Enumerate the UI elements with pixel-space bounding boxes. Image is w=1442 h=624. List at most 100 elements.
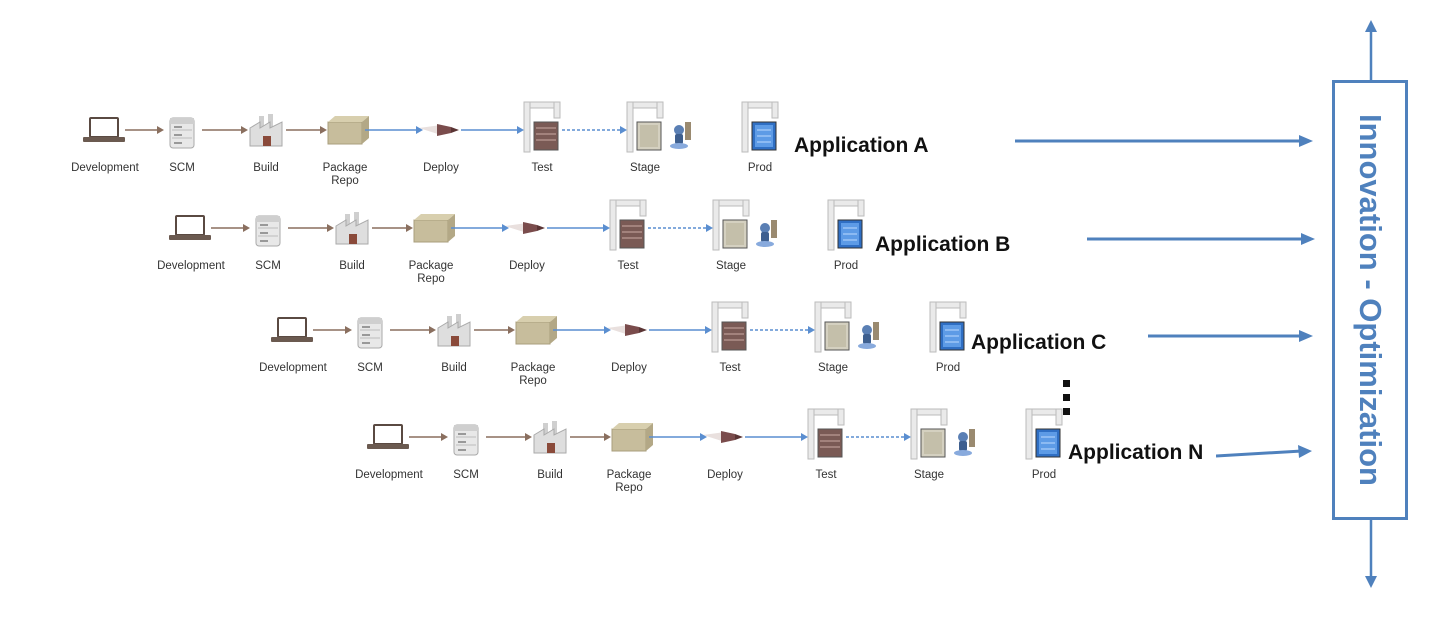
stage-label-development: Development (259, 362, 327, 374)
flow-connector-arrow (649, 433, 707, 441)
stage-development: Development (339, 407, 439, 517)
stage-test: Test (492, 100, 592, 210)
stage-scm: SCM (416, 407, 516, 517)
flow-connector-arrow (211, 224, 250, 232)
flow-connector-arrow (288, 224, 334, 232)
flow-connector-arrow (745, 433, 808, 441)
flow-connector-arrow (648, 224, 713, 232)
stage-scm: SCM (320, 300, 420, 410)
flow-connector-arrow (461, 126, 524, 134)
stage-label-build: Build (339, 260, 365, 272)
flow-connector-arrow (649, 326, 712, 334)
stage-label-stage: Stage (913, 469, 945, 481)
stage-label-prod: Prod (747, 162, 773, 174)
stage-label-deploy: Deploy (509, 260, 545, 272)
more-applications-ellipsis (1063, 380, 1075, 422)
stage-stage: Stage (681, 198, 781, 308)
stage-label-test: Test (719, 362, 741, 374)
stage-scm: SCM (218, 198, 318, 308)
stage-prod: Prod (994, 407, 1094, 517)
stage-development: Development (243, 300, 343, 410)
stage-label-deploy: Deploy (423, 162, 459, 174)
application-label-n: Application N (1068, 441, 1204, 464)
stage-deploy: Deploy (477, 198, 577, 308)
stage-label-scm: SCM (169, 162, 195, 174)
flow-connector-arrow (570, 433, 611, 441)
flow-connector-arrow (750, 326, 815, 334)
stage-label-prod: Prod (833, 260, 859, 272)
stage-build: Build (302, 198, 402, 308)
stage-test: Test (578, 198, 678, 308)
stage-label-development: Development (355, 469, 423, 481)
flow-connector-arrow (451, 224, 509, 232)
stage-label-stage: Stage (715, 260, 747, 272)
flow-connector-arrow (553, 326, 611, 334)
stage-test: Test (680, 300, 780, 410)
innovation-optimization-label: Innovation - Optimization (1353, 114, 1388, 486)
stage-label-deploy: Deploy (611, 362, 647, 374)
stage-build: Build (404, 300, 504, 410)
application-label-a: Application A (794, 134, 929, 157)
stage-label-test: Test (815, 469, 837, 481)
stage-scm: SCM (132, 100, 232, 210)
stage-stage: Stage (783, 300, 883, 410)
stage-label-build: Build (537, 469, 563, 481)
flow-connector-arrow (372, 224, 413, 232)
application-label-b: Application B (875, 233, 1011, 256)
stage-development: Development (141, 198, 241, 308)
flow-connector-arrow (562, 126, 627, 134)
stage-label-scm: SCM (357, 362, 383, 374)
stage-label-test: Test (531, 162, 553, 174)
flow-connector-arrow (313, 326, 352, 334)
flow-connector-arrow (486, 433, 532, 441)
arrow-application-c (1148, 330, 1313, 342)
stage-prod: Prod (796, 198, 896, 308)
flow-connector-arrow (474, 326, 515, 334)
stage-deploy: Deploy (675, 407, 775, 517)
stage-label-development: Development (71, 162, 139, 174)
flow-connector-arrow (202, 126, 248, 134)
stage-stage: Stage (595, 100, 695, 210)
stage-label-development: Development (157, 260, 225, 272)
flow-connector-arrow (365, 126, 423, 134)
stage-label-scm: SCM (453, 469, 479, 481)
stage-label-stage: Stage (817, 362, 849, 374)
application-label-c: Application C (971, 331, 1107, 354)
flow-connector-arrow (286, 126, 327, 134)
innovation-optimization-box: Innovation - Optimization (1332, 80, 1408, 520)
stage-label-prod: Prod (1031, 469, 1057, 481)
stage-test: Test (776, 407, 876, 517)
arrow-application-n (1216, 445, 1312, 458)
stage-label-build: Build (441, 362, 467, 374)
stage-prod: Prod (710, 100, 810, 210)
stage-deploy: Deploy (579, 300, 679, 410)
arrow-application-b (1087, 233, 1315, 245)
stage-label-scm: SCM (255, 260, 281, 272)
arrow-application-a (1015, 135, 1313, 147)
stage-prod: Prod (898, 300, 998, 410)
stage-build: Build (216, 100, 316, 210)
stage-build: Build (500, 407, 600, 517)
stage-development: Development (55, 100, 155, 210)
stage-label-deploy: Deploy (707, 469, 743, 481)
flow-connector-arrow (390, 326, 436, 334)
stage-label-build: Build (253, 162, 279, 174)
stage-label-stage: Stage (629, 162, 661, 174)
stage-label-prod: Prod (935, 362, 961, 374)
stage-label-test: Test (617, 260, 639, 272)
stage-deploy: Deploy (391, 100, 491, 210)
flow-connector-arrow (409, 433, 448, 441)
flow-connector-arrow (846, 433, 911, 441)
